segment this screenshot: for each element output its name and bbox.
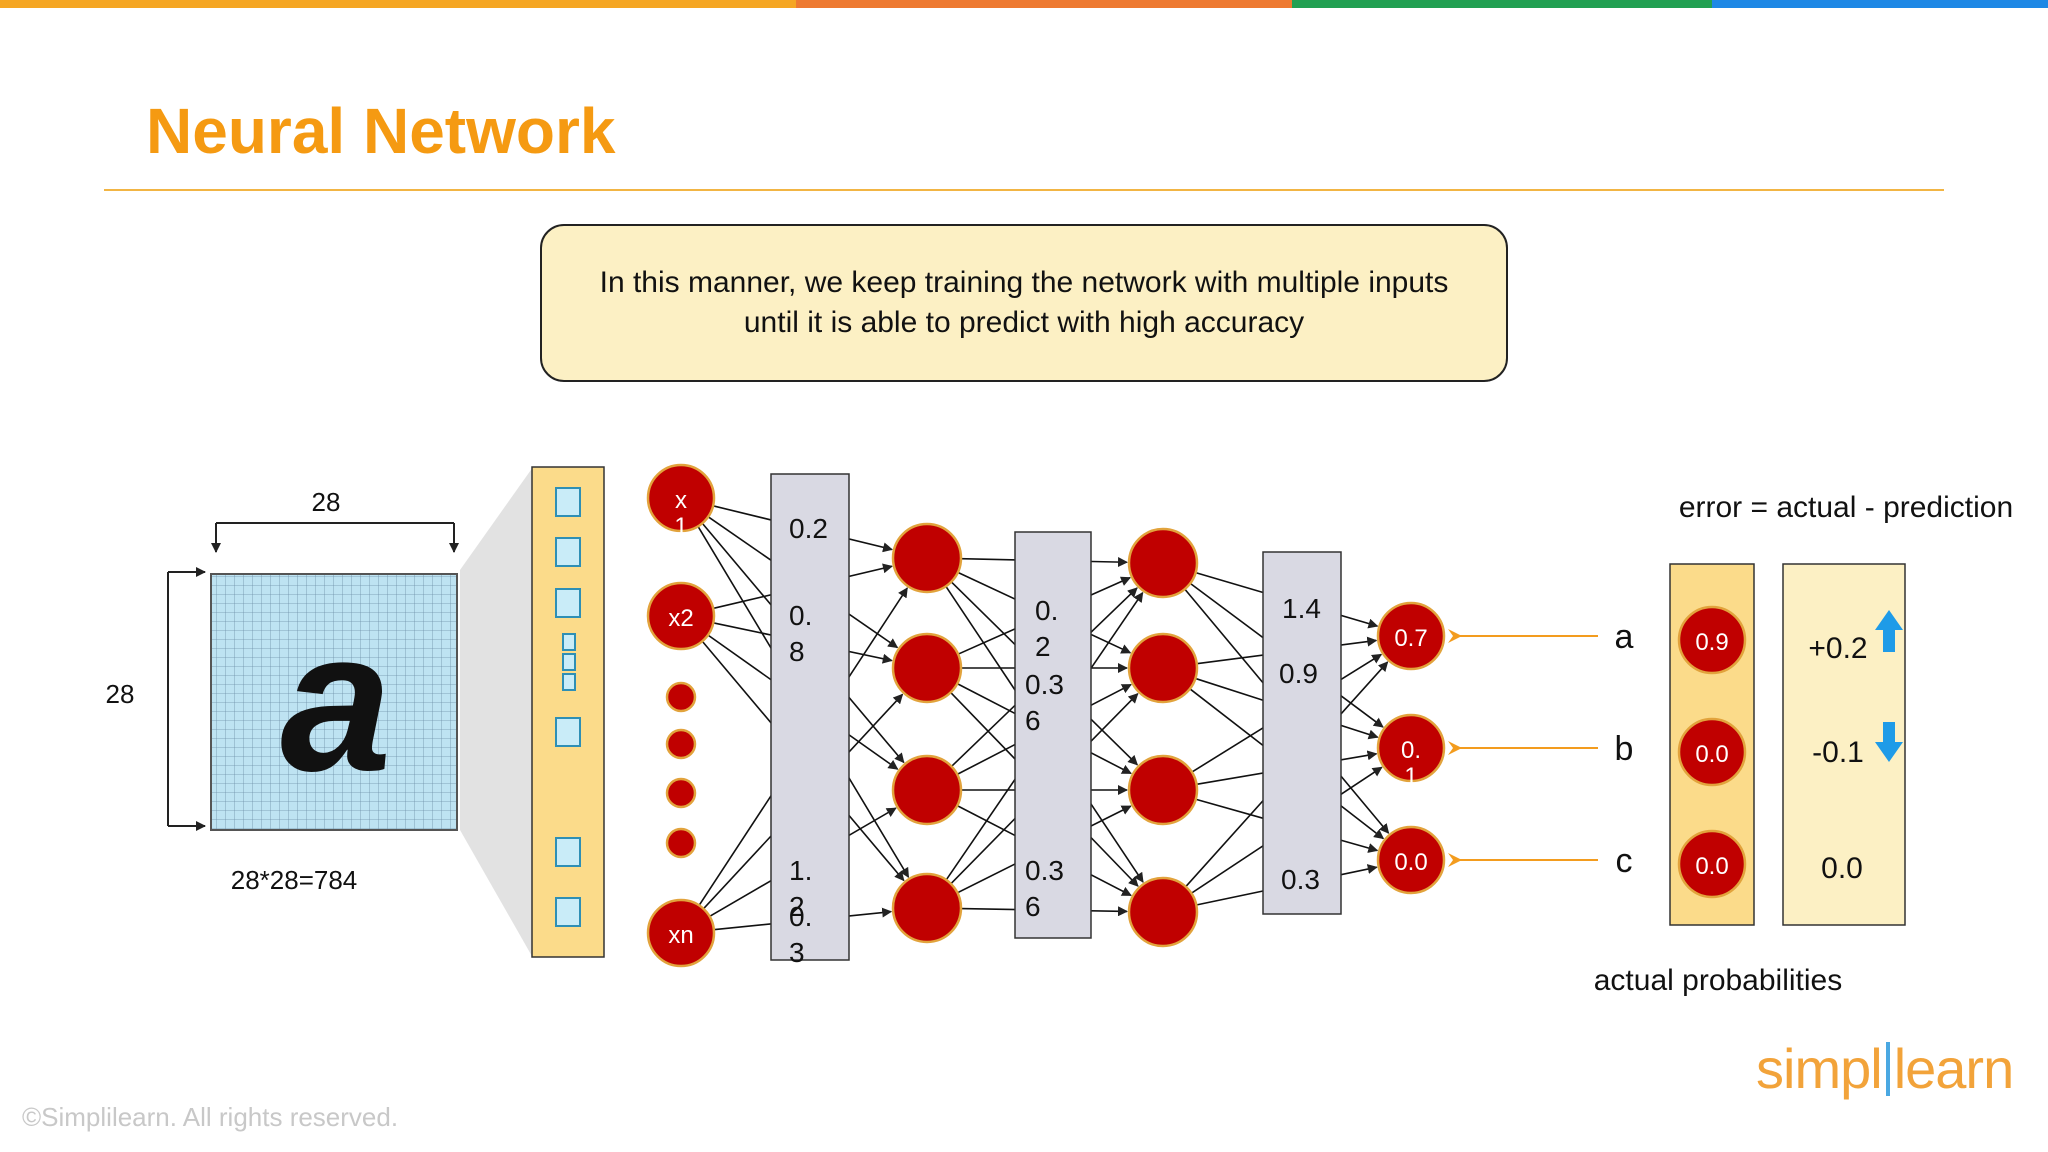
input-pixel-cell [555, 897, 581, 927]
actual-probabilities-caption: actual probabilities [1594, 964, 1842, 997]
title-underline [104, 189, 1944, 191]
output-letter: a [1615, 618, 1634, 656]
layer-3-value: 0.9 [1279, 658, 1318, 689]
input-neuron [646, 581, 716, 651]
topbar-segment-green [1292, 0, 1712, 8]
output-neuron-label: 0.1 [1401, 737, 1421, 790]
input-pixel-cell [555, 588, 581, 618]
hidden-layer-1-neuron [891, 754, 963, 826]
input-pixel-cell [555, 537, 581, 567]
top-color-bar [0, 0, 2048, 8]
funnel-shape [460, 467, 533, 958]
actual-probability-neuron [1677, 829, 1747, 899]
output-neuron-label: 0.0 [1394, 849, 1427, 876]
input-pixel-cell [555, 717, 581, 747]
layer-1-value: 0.8 [789, 600, 812, 667]
slide-title: Neural Network [146, 95, 616, 167]
pixel-grid [210, 573, 458, 831]
layer-1-value: 0.3 [789, 901, 812, 968]
ellipsis-neuron [665, 777, 697, 809]
topbar-segment-blue [1712, 0, 2048, 8]
layer-3-value: 0.3 [1281, 864, 1320, 895]
layer-1-value: 0.2 [789, 513, 828, 544]
input-neuron-label: x2 [668, 605, 693, 632]
copyright-footer: ©Simplilearn. All rights reserved. [22, 1102, 399, 1132]
input-pixel-cell [555, 487, 581, 517]
input-neuron [646, 463, 716, 533]
down-arrow-icon [1875, 722, 1903, 762]
hidden-layer-1-neuron [891, 632, 963, 704]
logo-part-2: learn [1893, 1037, 2015, 1100]
actual-probability-label: 0.0 [1695, 741, 1728, 768]
layer-3-box [1262, 551, 1342, 915]
hidden-layer-1-neuron [891, 522, 963, 594]
error-value: +0.2 [1808, 632, 1867, 665]
output-letter: b [1615, 730, 1634, 768]
error-value: 0.0 [1821, 852, 1863, 885]
input-pixel-cell [555, 837, 581, 867]
hidden-layer-1-neuron [891, 872, 963, 944]
output-neuron-label: 0.7 [1394, 625, 1427, 652]
input-neuron-label: xn [668, 922, 693, 949]
ellipsis-neuron [665, 827, 697, 859]
layer-1-box [770, 473, 850, 961]
topbar-segment-orange [0, 0, 796, 8]
width-label: 28 [312, 487, 341, 517]
topbar-segment-red-orange [796, 0, 1292, 8]
actual-probability-neuron [1677, 717, 1747, 787]
layer-1-value: 1.2 [789, 855, 812, 922]
callout-box: In this manner, we keep training the net… [540, 224, 1508, 382]
input-funnel [460, 467, 533, 958]
up-arrow-icon [1875, 610, 1903, 652]
hidden-layer-2-neuron [1127, 754, 1199, 826]
input-pixel-cell [562, 633, 576, 651]
callout-line-1: In this manner, we keep training the net… [599, 266, 1449, 299]
logo-bar [1885, 1042, 1890, 1096]
actual-probability-label: 0.0 [1695, 853, 1728, 880]
input-strip [531, 466, 605, 958]
layer-3-value: 1.4 [1282, 593, 1321, 624]
logo-part-1: simpl [1756, 1037, 1883, 1100]
input-neuron [646, 898, 716, 968]
input-pixel-cell [562, 653, 576, 671]
output-neuron [1376, 601, 1446, 671]
input-image-panel: 28 28 a 28*28=784 [106, 487, 459, 895]
actual-probability-neuron [1677, 605, 1747, 675]
layer-2-value: 0.2 [1035, 595, 1058, 662]
hidden-layer-2-neuron [1127, 632, 1199, 704]
error-formula: error = actual - prediction [1679, 491, 2013, 524]
input-pixel-cell [562, 673, 576, 691]
handwritten-letter: a [280, 590, 391, 813]
error-panel: error = actual - prediction a b c 0.9 0.0 0.0 +… [1448, 491, 2013, 997]
error-value: -0.1 [1812, 736, 1864, 769]
output-neuron [1376, 713, 1446, 783]
ellipsis-neuron [665, 681, 697, 713]
height-label: 28 [106, 679, 135, 709]
size-formula: 28*28=784 [231, 865, 358, 895]
hidden-layer-2-neuron [1127, 876, 1199, 948]
hidden-layer-2-neuron [1127, 527, 1199, 599]
ellipsis-neuron [665, 728, 697, 760]
actual-probability-label: 0.9 [1695, 629, 1728, 656]
output-letter: c [1616, 842, 1633, 880]
output-neuron [1376, 825, 1446, 895]
callout-line-2: until it is able to predict with high ac… [743, 306, 1305, 339]
layer-2-box [1014, 531, 1092, 939]
